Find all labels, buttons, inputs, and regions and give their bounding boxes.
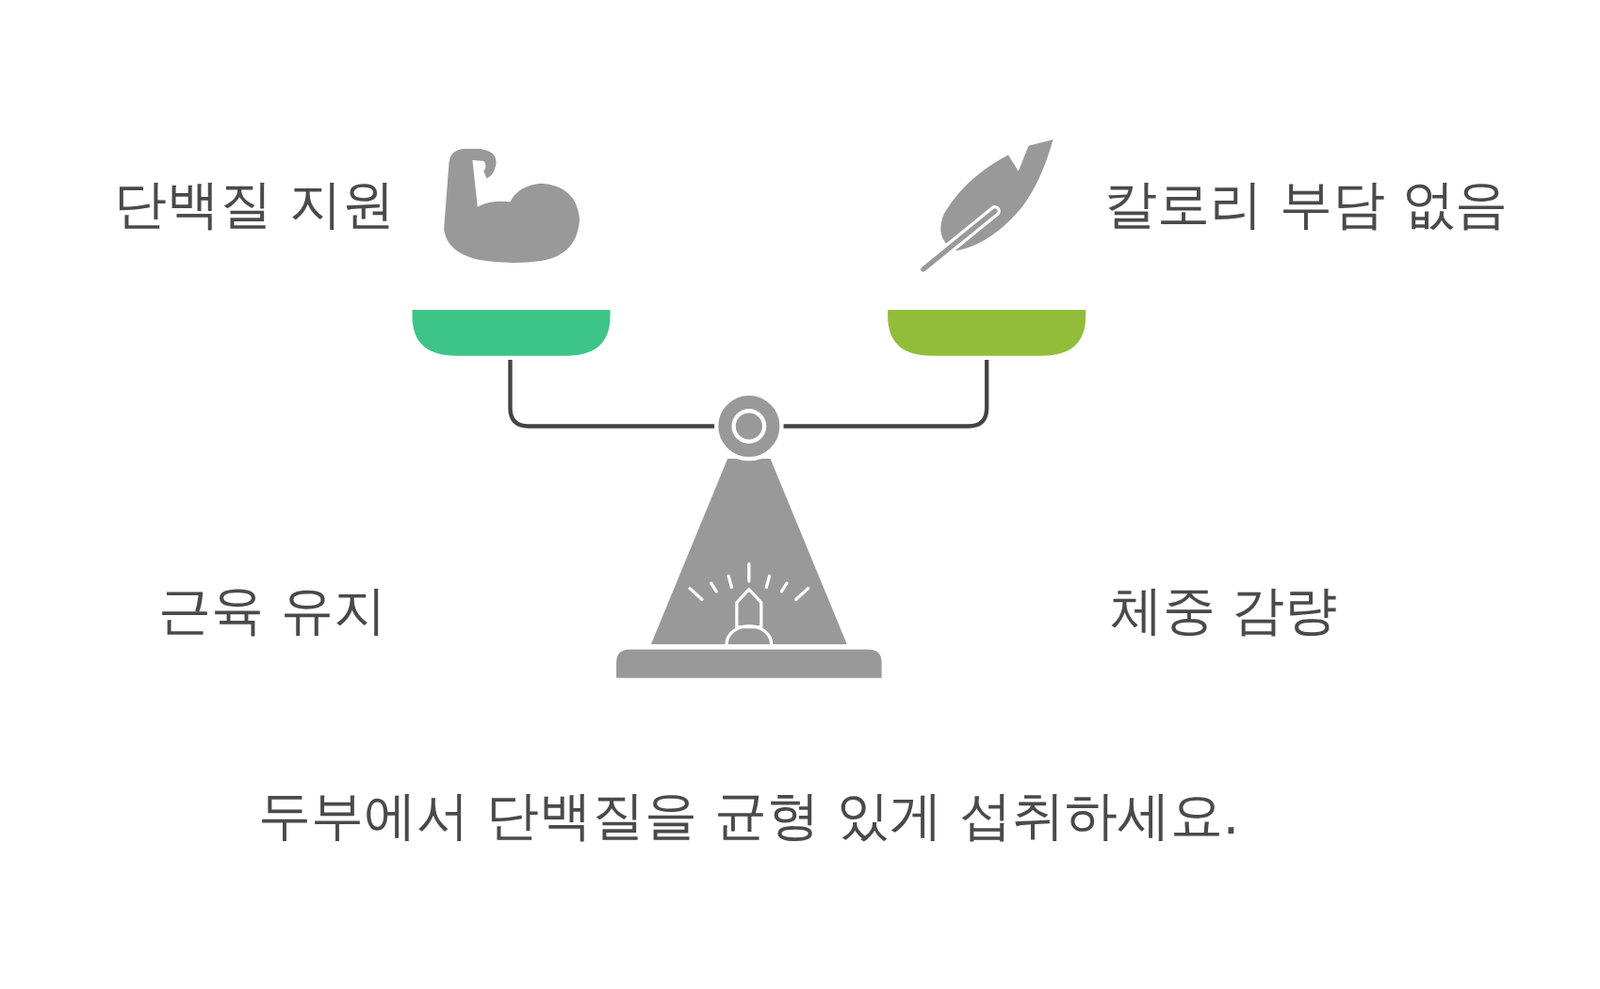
feather-quill [923,211,996,270]
caption: 두부에서 단백질을 균형 있게 섭취하세요. [258,785,1240,847]
pivot-ring [731,408,767,444]
scale-stand [651,458,848,645]
pivot-inner [735,412,763,440]
indicator [689,564,809,646]
pivot-outer [716,393,782,459]
feather-quill-gap [923,211,996,270]
label-text: 칼로리 부담 없음 [1104,173,1508,234]
right-hanger [782,359,988,426]
label-text: 체중 감량 [1110,579,1339,640]
label-text: 근육 유지 [158,579,387,640]
left-hanger [509,359,717,426]
label-text: 단백질 지원 [114,173,395,234]
left-pan [411,310,610,357]
feather-icon [940,139,1053,251]
scale-base [616,650,882,679]
right-pan [887,310,1086,357]
muscle-icon [443,148,580,263]
